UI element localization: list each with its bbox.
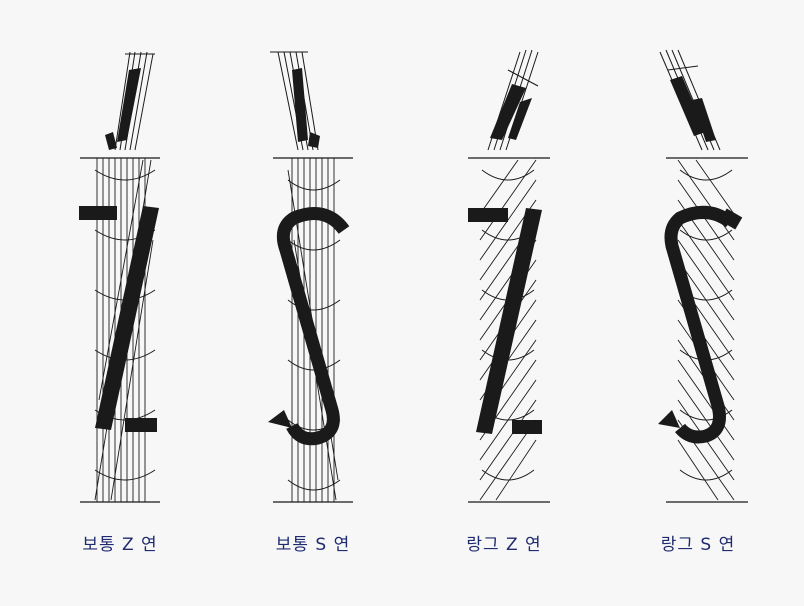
caption-lang-z: 랑그 Z 연 xyxy=(466,535,542,555)
rope-figure-lang-z xyxy=(446,40,576,510)
rope-figure-regular-s xyxy=(248,40,378,510)
rope-lang-z-drawing xyxy=(468,49,550,503)
rope-figure-lang-s xyxy=(638,40,768,510)
caption-regular-z: 보통 Z 연 xyxy=(82,535,158,555)
rope-lang-s-drawing xyxy=(658,49,748,503)
rope-figure-regular-z xyxy=(55,40,185,510)
rope-regular-s-drawing xyxy=(268,51,353,503)
rope-regular-z-drawing xyxy=(79,51,160,503)
caption-regular-s: 보통 S 연 xyxy=(275,535,351,555)
caption-lang-s: 랑그 S 연 xyxy=(660,535,736,555)
